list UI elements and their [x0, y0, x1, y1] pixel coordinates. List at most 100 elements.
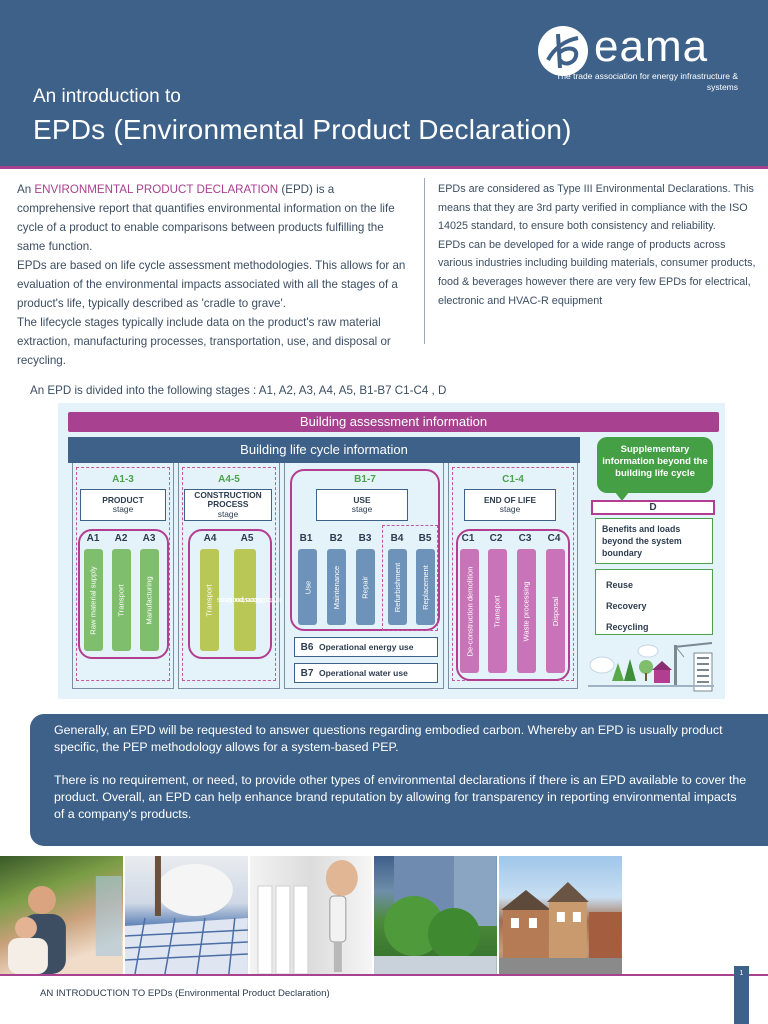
intro-paragraph-1-rest: (EPD) is a comprehensive report that qua… — [17, 183, 395, 253]
b45-dashed — [382, 525, 438, 631]
pill-a5-line2: installation process — [216, 596, 282, 605]
b7-row: B7 Operational water use — [294, 663, 438, 683]
group-c14-ring — [456, 529, 570, 681]
city-illustration-icon — [588, 642, 714, 692]
pill-b2: Maintenance — [327, 549, 346, 625]
pill-a3: Manufacturing — [140, 549, 159, 651]
group-a45-ring — [188, 529, 272, 659]
photo-radiator-art — [257, 860, 358, 974]
group-a45-code: A4-5 — [218, 474, 240, 485]
b7-label: Operational water use — [319, 668, 408, 678]
intro-paragraph-2: EPDs are based on life cycle assessment … — [17, 259, 406, 310]
header-rule — [0, 166, 768, 169]
pill-c1: De-construction demolition — [460, 549, 479, 673]
product-stage-sub: stage — [112, 504, 134, 514]
photo-family-art — [7, 876, 122, 974]
pill-b1: Use — [298, 549, 317, 625]
reuse-recovery-recycling-box: Reuse Recovery Recycling — [595, 569, 713, 635]
footer-text: AN INTRODUCTION TO EPDs (Environmental P… — [40, 988, 330, 999]
code-a4: A4 — [203, 533, 217, 544]
construction-stage-box: CONSTRUCTION PROCESS stage — [184, 489, 272, 521]
intro-right-column: EPDs are considered as Type III Environm… — [438, 180, 758, 310]
info-paragraph-2: There is no requirement, or need, to pro… — [54, 773, 747, 821]
b6-label: Operational energy use — [319, 642, 414, 652]
pill-c2-label: Transport — [493, 594, 502, 628]
code-c3: C3 — [518, 533, 532, 544]
code-b7: B7 — [300, 667, 314, 679]
pill-c3-label: Waste processing — [522, 580, 532, 642]
code-a3: A3 — [142, 533, 156, 544]
code-b3: B3 — [358, 533, 372, 544]
column-divider — [424, 178, 425, 344]
right-paragraph-1: EPDs are considered as Type III Environm… — [438, 183, 754, 233]
logo-wordmark: eama — [594, 22, 709, 71]
pill-a2: Transport — [112, 549, 131, 651]
construction-stage-sub: stage — [217, 508, 239, 519]
building-lifecycle-bar: Building life cycle information — [68, 437, 580, 463]
pill-b5-label: Replacement — [421, 564, 430, 610]
building-assessment-bar: Building assessment information — [68, 412, 719, 432]
end-of-life-stage-sub: stage — [499, 504, 521, 514]
code-b1: B1 — [299, 533, 313, 544]
group-b17-ring — [290, 469, 440, 631]
pill-b4-label: Refurbishment — [393, 562, 403, 612]
code-a5: A5 — [240, 533, 254, 544]
use-stage-box: USE stage — [316, 489, 408, 521]
bottom-rule — [0, 974, 768, 976]
pill-c4-label: Disposal — [551, 596, 560, 626]
b6-row: B6 Operational energy use — [294, 637, 438, 657]
pill-c2: Transport — [488, 549, 507, 673]
reuse-label: Reuse — [606, 580, 634, 590]
photo-trees-image — [374, 856, 498, 974]
intro-prefix: An — [17, 183, 35, 196]
stages-line: An EPD is divided into the following sta… — [30, 384, 447, 397]
product-stage-box: PRODUCT stage — [80, 489, 166, 521]
pill-a1-label: Raw material supply — [89, 565, 98, 635]
epd-highlight: ENVIRONMENTAL PRODUCT DECLARATION — [34, 183, 279, 196]
product-stage-title: PRODUCT — [102, 494, 144, 505]
code-b6: B6 — [300, 641, 314, 653]
info-paragraph-1: Generally, an EPD will be requested to a… — [54, 723, 723, 754]
pill-c3: Waste processing — [517, 549, 536, 673]
code-c1: C1 — [461, 533, 475, 544]
code-b2: B2 — [329, 533, 343, 544]
page-header: An introduction to EPDs (Environmental P… — [0, 0, 768, 166]
pill-b5: Replacement — [416, 549, 435, 625]
photo-houses-art — [499, 882, 622, 974]
group-b17-code: B1-7 — [354, 474, 376, 485]
benefits-box: Benefits and loads beyond the system bou… — [595, 518, 713, 564]
code-c4: C4 — [547, 533, 561, 544]
photo-strip — [0, 856, 622, 974]
logo-tagline: The trade association for energy infrast… — [556, 71, 738, 92]
code-c2: C2 — [489, 533, 503, 544]
recycling-label: Recycling — [606, 622, 649, 632]
end-of-life-stage-title: END OF LIFE — [483, 494, 537, 505]
logo-mark-icon — [538, 26, 588, 76]
pill-b4: Refurbishment — [388, 549, 407, 625]
photo-radiator-image — [249, 856, 373, 974]
pill-b2-label: Maintenance — [332, 565, 342, 609]
pill-a4: Transport — [200, 549, 219, 651]
supplementary-callout: Supplementary information beyond the bui… — [597, 437, 713, 501]
group-a45-outline — [178, 463, 280, 689]
page-number: 1 — [734, 966, 749, 1024]
beama-logo: eama The trade association for energy in… — [538, 22, 748, 96]
epd-stages-diagram: Building assessment information Building… — [58, 403, 725, 699]
pill-a1: Raw material supply — [84, 549, 103, 651]
group-b17-outline — [284, 463, 444, 689]
construction-stage-title: CONSTRUCTION PROCESS — [194, 489, 262, 510]
group-c14-outline — [448, 463, 578, 689]
end-of-life-stage-box: END OF LIFE stage — [464, 489, 556, 521]
info-panel: Generally, an EPD will be requested to a… — [30, 714, 768, 846]
pill-a2-label: Transport — [117, 583, 126, 617]
code-a2: A2 — [114, 533, 128, 544]
group-a13-outline — [72, 463, 174, 689]
page-title: EPDs (Environmental Product Declaration) — [33, 114, 572, 145]
intro-left-column: An ENVIRONMENTAL PRODUCT DECLARATION (EP… — [17, 180, 412, 370]
photo-houses-image — [499, 856, 622, 974]
code-b5: B5 — [418, 533, 432, 544]
intro-paragraph-1: An ENVIRONMENTAL PRODUCT DECLARATION (EP… — [17, 180, 412, 256]
group-a13-code: A1-3 — [112, 474, 134, 485]
pill-c4: Disposal — [546, 549, 565, 673]
recovery-label: Recovery — [606, 601, 647, 611]
